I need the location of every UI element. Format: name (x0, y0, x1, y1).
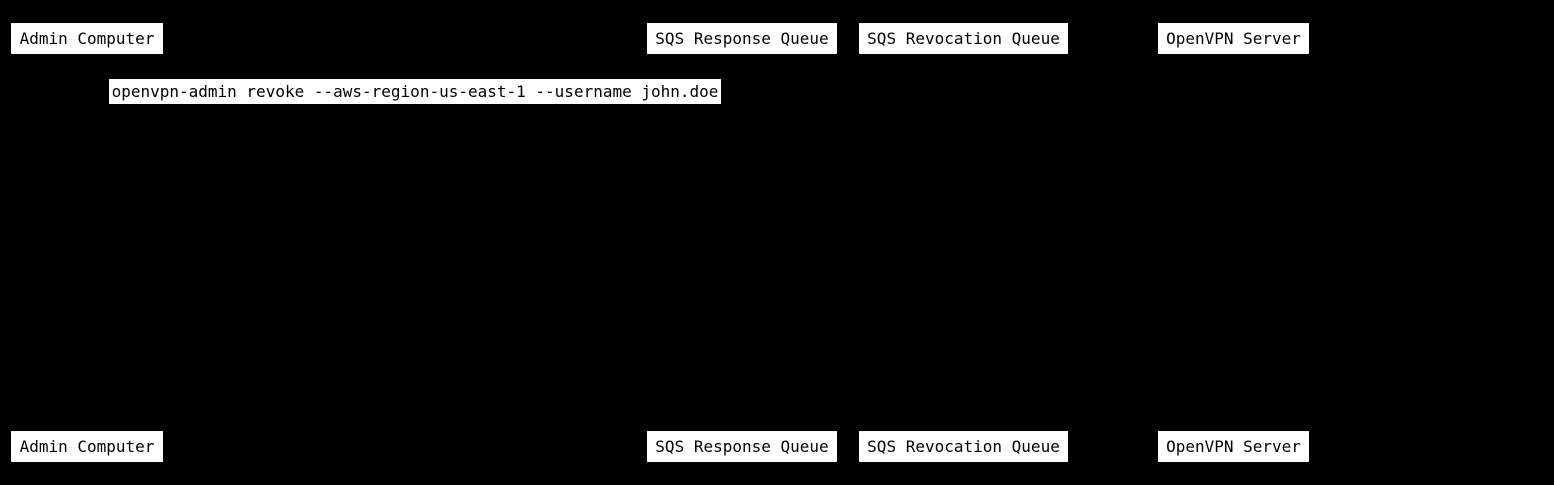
participant-box-sqs-response-queue-bottom: SQS Response Queue (646, 430, 838, 463)
participant-box-sqs-revocation-queue-bottom: SQS Revocation Queue (858, 430, 1069, 463)
message-label-revoke-command: openvpn-admin revoke --aws-region-us-eas… (108, 78, 722, 105)
participant-box-admin-computer-top: Admin Computer (10, 22, 164, 55)
participant-box-openvpn-server-bottom: OpenVPN Server (1157, 430, 1310, 463)
participant-box-openvpn-server-top: OpenVPN Server (1157, 22, 1310, 55)
participant-box-admin-computer-bottom: Admin Computer (10, 430, 164, 463)
participant-box-sqs-response-queue-top: SQS Response Queue (646, 22, 838, 55)
participant-box-sqs-revocation-queue-top: SQS Revocation Queue (858, 22, 1069, 55)
